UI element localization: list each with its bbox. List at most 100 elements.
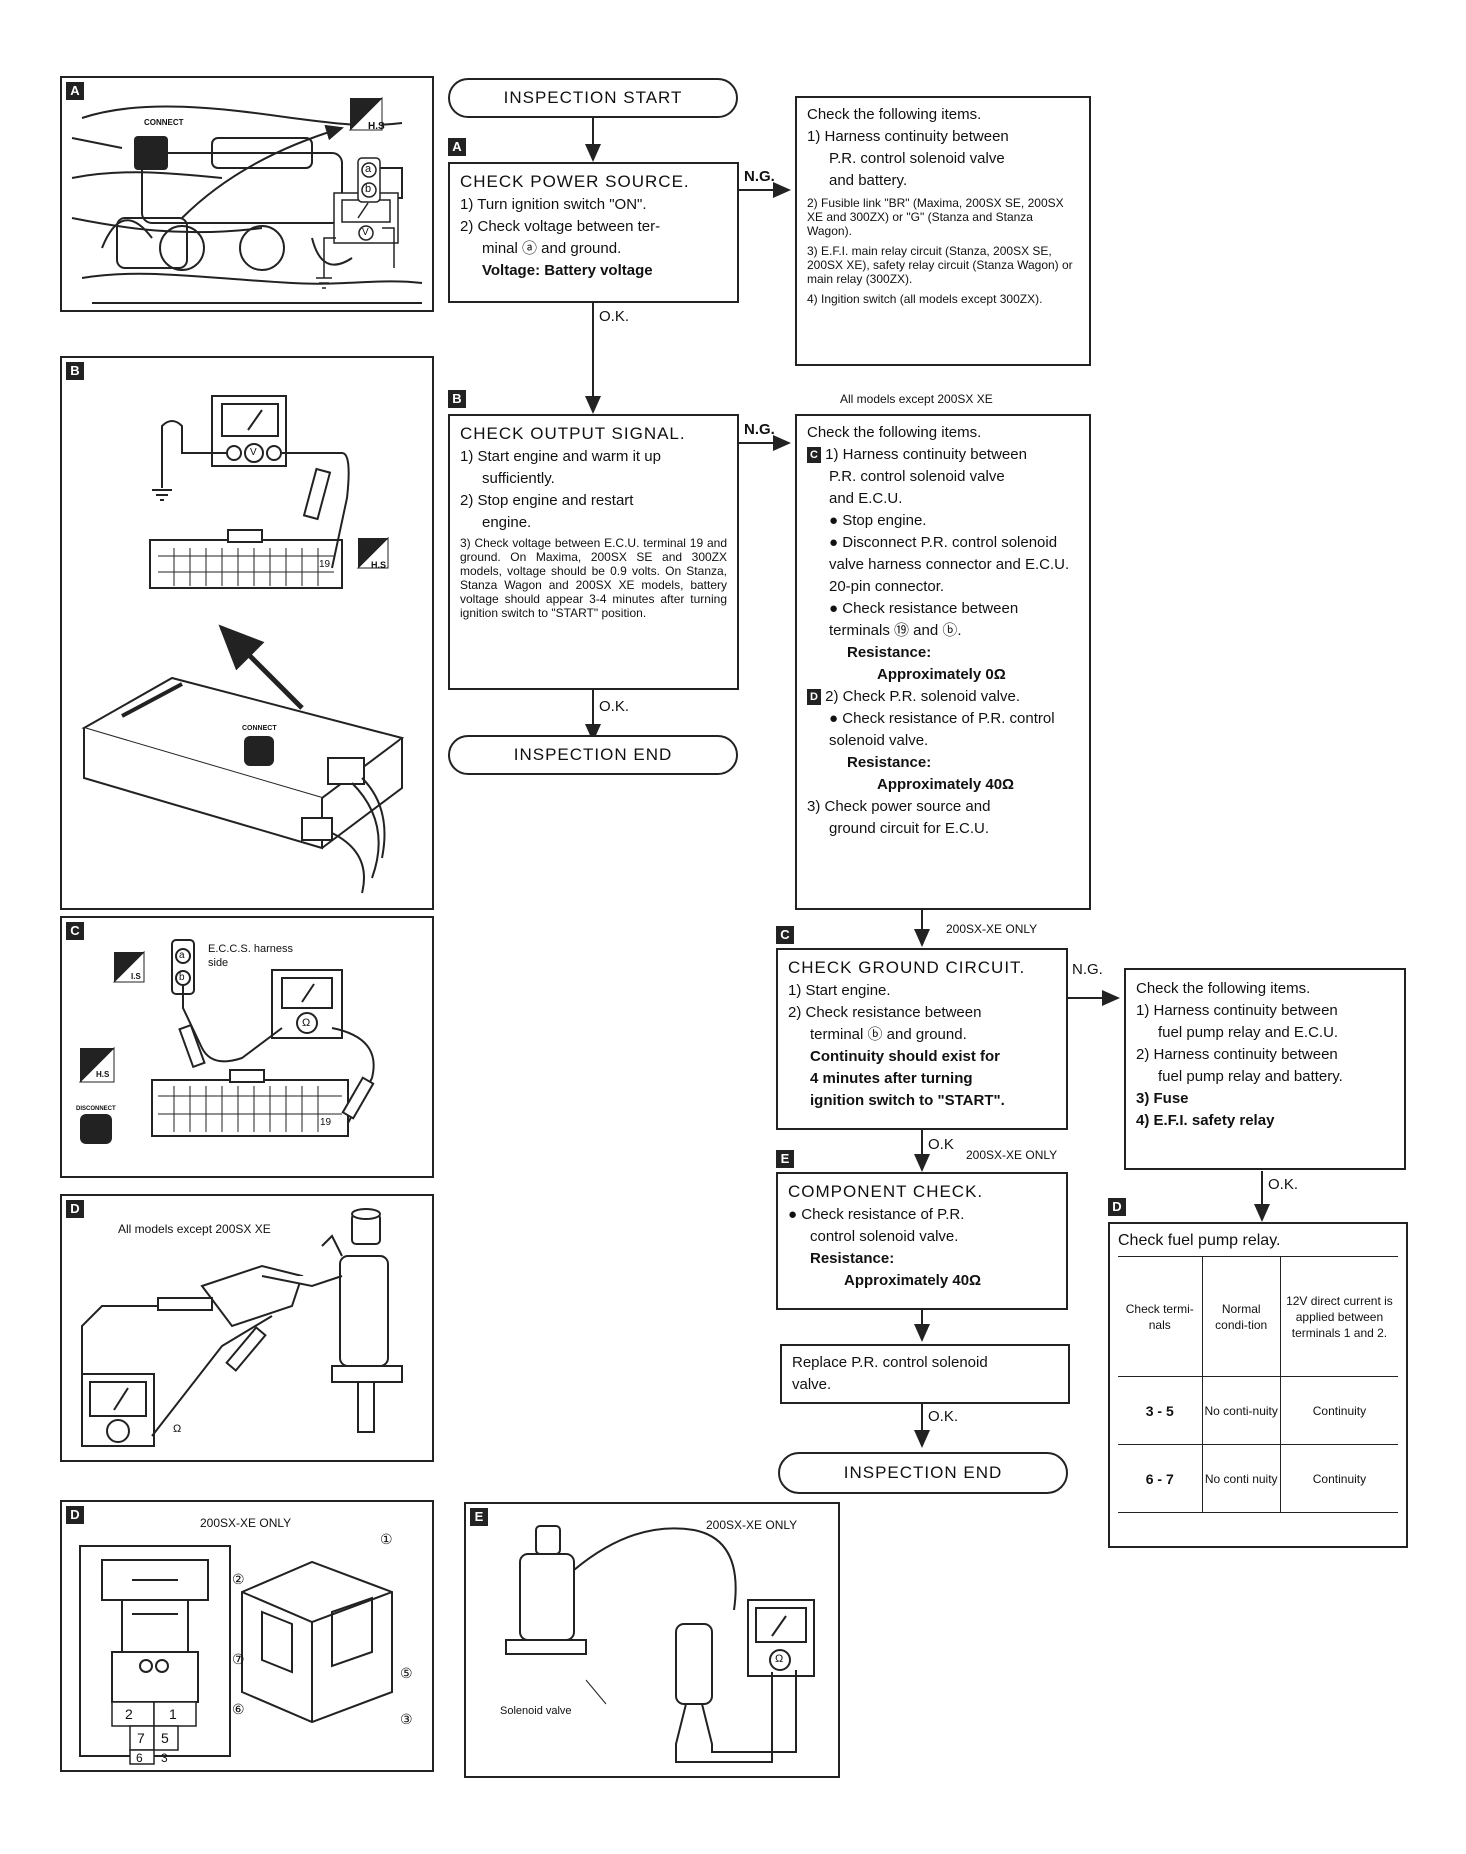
pin-a-label: a [179, 950, 185, 961]
hs-label: H.S [368, 121, 385, 132]
figure-d2-panel: D 200SX-XE ONLY 2 1 7 5 6 3 ① ② ⑦ ⑥ ⑤ [60, 1500, 434, 1772]
solenoid-valve-label: Solenoid valve [500, 1705, 572, 1717]
pin-b-label: b [179, 972, 185, 983]
meter-ohm-label: Ω [302, 1017, 311, 1029]
power-source-ng-box: Check the following items. 1) Harness co… [795, 96, 1091, 366]
table-row: 3 - 5 No conti-nuity Continuity [1118, 1376, 1398, 1445]
figure-a-tag: A [66, 82, 84, 100]
relay-pin: 7 [137, 1730, 145, 1746]
check-power-source-title: CHECK POWER SOURCE. [460, 172, 690, 191]
relay-table: Check termi-nals Normal condi-tion 12V d… [1118, 1256, 1398, 1513]
ng-item: 2) Check P.R. solenoid valve. [825, 688, 1020, 705]
step-text: engine. [482, 514, 532, 531]
ng-item: 3) Fuse [1136, 1090, 1189, 1107]
ground-circuit-ng-box: Check the following items. 1) Harness co… [1124, 968, 1406, 1170]
relay-header: Normal condi-tion [1201, 1256, 1281, 1377]
check-output-signal-title: CHECK OUTPUT SIGNAL. [460, 424, 686, 443]
step-text: 2) Stop engine and restart [460, 492, 634, 509]
resistance-label: Resistance: [810, 1250, 895, 1267]
inspection-end-2: INSPECTION END [778, 1452, 1068, 1494]
harness-side-illustration [78, 939, 375, 1144]
ok-label-b: O.K. [599, 698, 630, 715]
pin-b-label: b [365, 183, 372, 195]
inspection-start: INSPECTION START [448, 78, 738, 118]
relay-illustration [79, 1545, 393, 1765]
ng-item: P.R. control solenoid valve [829, 150, 1005, 167]
ng-item: 1) Harness continuity between [807, 128, 1009, 145]
callout-5: ⑤ [400, 1665, 413, 1681]
ng-header: Check the following items. [1136, 980, 1311, 997]
check-ground-circuit-title: CHECK GROUND CIRCUIT. [788, 958, 1026, 977]
step-text: 1) Start engine. [788, 982, 891, 999]
ng-item: 3) E.F.I. main relay circuit (Stanza, 20… [807, 244, 1073, 286]
relay-cell: No conti-nuity [1201, 1376, 1281, 1445]
relay-cell: Continuity [1279, 1444, 1398, 1513]
callout-2: ② [232, 1571, 245, 1587]
ok-label-replace: O.K. [928, 1408, 959, 1425]
connect-label: CONNECT [144, 118, 184, 127]
figure-d1-panel: D All models except 200SX XE Ω [60, 1194, 434, 1462]
step-text: 2) Check resistance between [788, 1004, 982, 1021]
ng-label-c: N.G. [1072, 961, 1103, 978]
ng-bullet: Check resistance of P.R. control solenoi… [829, 710, 1055, 749]
resistance-value: Approximately 40Ω [877, 776, 1015, 793]
step-text: terminal ⓑ and ground. [810, 1026, 967, 1043]
fuel-pump-relay-title: Check fuel pump relay. [1118, 1232, 1281, 1249]
ng-item: 1) Harness continuity between [825, 446, 1027, 463]
fuel-pump-relay-box: Check fuel pump relay. Check termi-nals … [1108, 1222, 1408, 1548]
step-text: sufficiently. [482, 470, 555, 487]
check-ground-circuit-box: CHECK GROUND CIRCUIT. 1) Start engine. 2… [776, 948, 1068, 1130]
ng-bullet: Disconnect P.R. control solenoid valve h… [829, 534, 1070, 595]
output-signal-ng-box: Check the following items. C 1) Harness … [795, 414, 1091, 910]
ng-item: 4) E.F.I. safety relay [1136, 1112, 1275, 1129]
ecu-connector-illustration [81, 395, 405, 894]
figure-d1-tag: D [66, 1200, 84, 1218]
figure-b-panel: B 19 [60, 356, 434, 910]
hs-label: H.S [371, 560, 387, 570]
solenoid-check-illustration [505, 1525, 815, 1763]
relay-cell: 6 - 7 [1118, 1444, 1202, 1513]
tag-c-inline: C [807, 447, 821, 464]
continuity-note: Continuity should exist for [810, 1048, 1000, 1065]
pin-19-label: 19 [319, 559, 331, 570]
ok-label-cng: O.K. [1268, 1176, 1299, 1193]
pin-a-label: a [365, 163, 372, 175]
all-models-caption: All models except 200SX XE [118, 1222, 271, 1236]
all-models-caption: All models except 200SX XE [840, 392, 993, 406]
relay-cell: 3 - 5 [1118, 1376, 1202, 1445]
meter-ohm-label: Ω [173, 1423, 182, 1435]
ng-bullet: Check resistance between terminals ⑲ and… [829, 600, 1019, 639]
engine-bay-illustration [71, 96, 423, 304]
ng-item: 2) Harness continuity between [1136, 1046, 1338, 1063]
relay-cell: No conti nuity [1201, 1444, 1281, 1513]
inspection-end-1: INSPECTION END [448, 735, 738, 775]
meter-v-label: V [250, 447, 257, 458]
section-b-tag: B [448, 390, 466, 408]
relay-pin: 6 [136, 1751, 143, 1765]
resistance-value: Approximately 0Ω [877, 666, 1006, 683]
figure-c-panel: C E.C.C.S. harness side 19 I.S H.S DISCO… [60, 916, 434, 1178]
resistance-label: Resistance: [847, 754, 932, 771]
step-text: 2) Check voltage between ter- [460, 218, 661, 235]
step-text: 3) Check voltage between E.C.U. terminal… [460, 536, 727, 620]
voltage-value: Battery voltage [544, 262, 653, 279]
step-text: 1) Start engine and warm it up [460, 448, 661, 465]
callout-1: ① [380, 1531, 393, 1547]
ng-item: P.R. control solenoid valve [829, 468, 1005, 485]
only-caption: 200SX-XE ONLY [706, 1518, 798, 1532]
step-text: 1) Turn ignition switch "ON". [460, 196, 647, 213]
relay-pin: 5 [161, 1730, 169, 1746]
figure-e-panel: E 200SX-XE ONLY Solenoid valve Ω [464, 1502, 840, 1778]
callout-7: ⑦ [232, 1651, 245, 1667]
ng-item: 4) Ingition switch (all models except 30… [807, 292, 1043, 306]
ng-item: and battery. [829, 172, 908, 189]
ng-item: fuel pump relay and battery. [1158, 1068, 1343, 1085]
meter-ohm-label: Ω [775, 1653, 784, 1665]
figure-e-tag: E [470, 1508, 488, 1526]
voltage-label: Voltage: [482, 262, 541, 279]
component-bullet: control solenoid valve. [810, 1228, 959, 1245]
ng-label-a: N.G. [744, 168, 775, 185]
check-power-source-box: CHECK POWER SOURCE. 1) Turn ignition swi… [448, 162, 739, 303]
component-check-box: COMPONENT CHECK. ● Check resistance of P… [776, 1172, 1068, 1310]
figure-b-tag: B [66, 362, 84, 380]
